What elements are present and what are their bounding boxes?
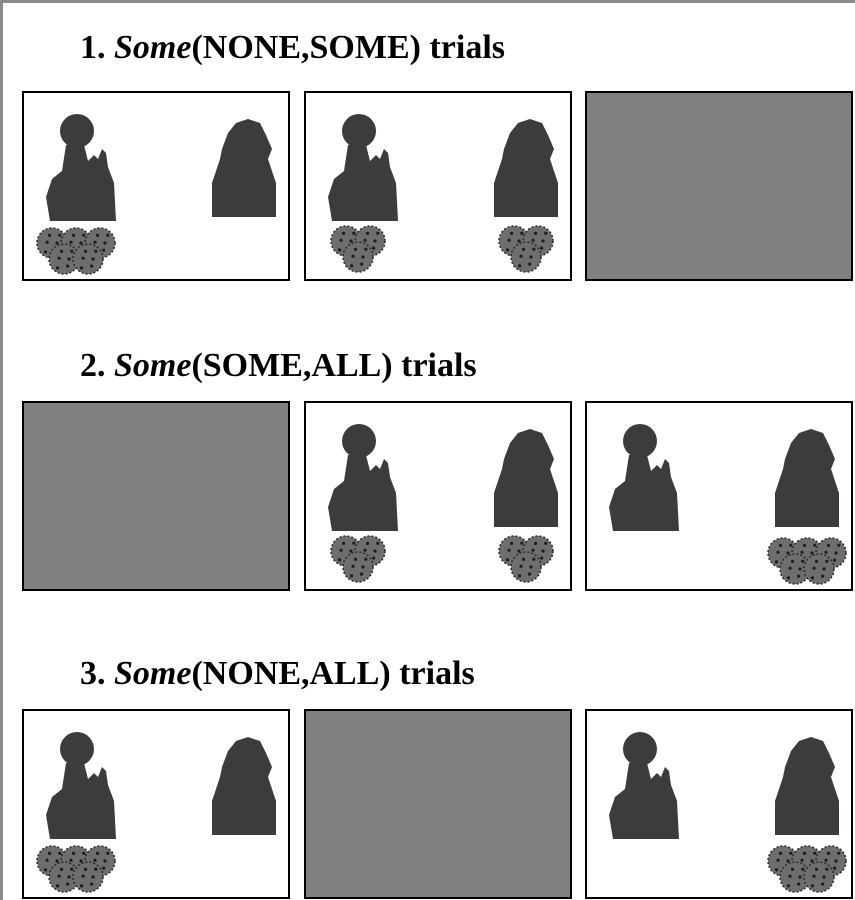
trial-panel <box>22 91 290 281</box>
page-top-border <box>0 0 855 3</box>
woman-silhouette-icon <box>212 737 276 835</box>
child-silhouette-icon <box>328 424 398 531</box>
section-heading: 2. Some(SOME,ALL) trials <box>80 346 477 386</box>
trial-scene <box>36 732 276 893</box>
condition-label: (NONE,ALL) trials <box>191 655 475 692</box>
trial-panel <box>304 401 572 591</box>
blank-trial-panel <box>585 91 853 281</box>
quantifier: Some <box>114 347 192 384</box>
trial-panel <box>585 709 853 899</box>
trial-panel <box>304 91 572 281</box>
trial-panel <box>585 401 853 591</box>
object-cluster-icon <box>330 535 386 583</box>
child-silhouette-icon <box>46 732 116 839</box>
trial-scene <box>328 424 558 583</box>
quantifier: Some <box>114 29 192 66</box>
child-silhouette-icon <box>609 424 679 531</box>
blank-trial-panel <box>304 709 572 899</box>
object-cluster-icon <box>498 225 554 273</box>
section-heading: 3. Some(NONE,ALL) trials <box>80 654 475 694</box>
section-number: 1. <box>80 29 106 66</box>
trial-scene <box>36 114 276 275</box>
child-silhouette-icon <box>46 114 116 221</box>
trial-scene <box>328 114 558 273</box>
section-number: 3. <box>80 655 106 692</box>
woman-silhouette-icon <box>775 429 839 527</box>
quantifier: Some <box>114 655 192 692</box>
page-left-border <box>0 0 3 900</box>
object-cluster-icon <box>767 537 847 585</box>
condition-label: (NONE,SOME) trials <box>191 29 505 66</box>
object-cluster-icon <box>330 225 386 273</box>
trial-scene <box>609 424 847 585</box>
object-cluster-icon <box>498 535 554 583</box>
woman-silhouette-icon <box>494 429 558 527</box>
trial-panel <box>22 709 290 899</box>
woman-silhouette-icon <box>775 737 839 835</box>
child-silhouette-icon <box>609 732 679 839</box>
object-cluster-icon <box>767 845 847 893</box>
woman-silhouette-icon <box>494 119 558 217</box>
object-cluster-icon <box>36 845 116 893</box>
child-silhouette-icon <box>328 114 398 221</box>
woman-silhouette-icon <box>212 119 276 217</box>
section-number: 2. <box>80 347 106 384</box>
trial-scene <box>609 732 847 893</box>
blank-trial-panel <box>22 401 290 591</box>
section-heading: 1. Some(NONE,SOME) trials <box>80 28 505 68</box>
condition-label: (SOME,ALL) trials <box>191 347 477 384</box>
object-cluster-icon <box>36 227 116 275</box>
